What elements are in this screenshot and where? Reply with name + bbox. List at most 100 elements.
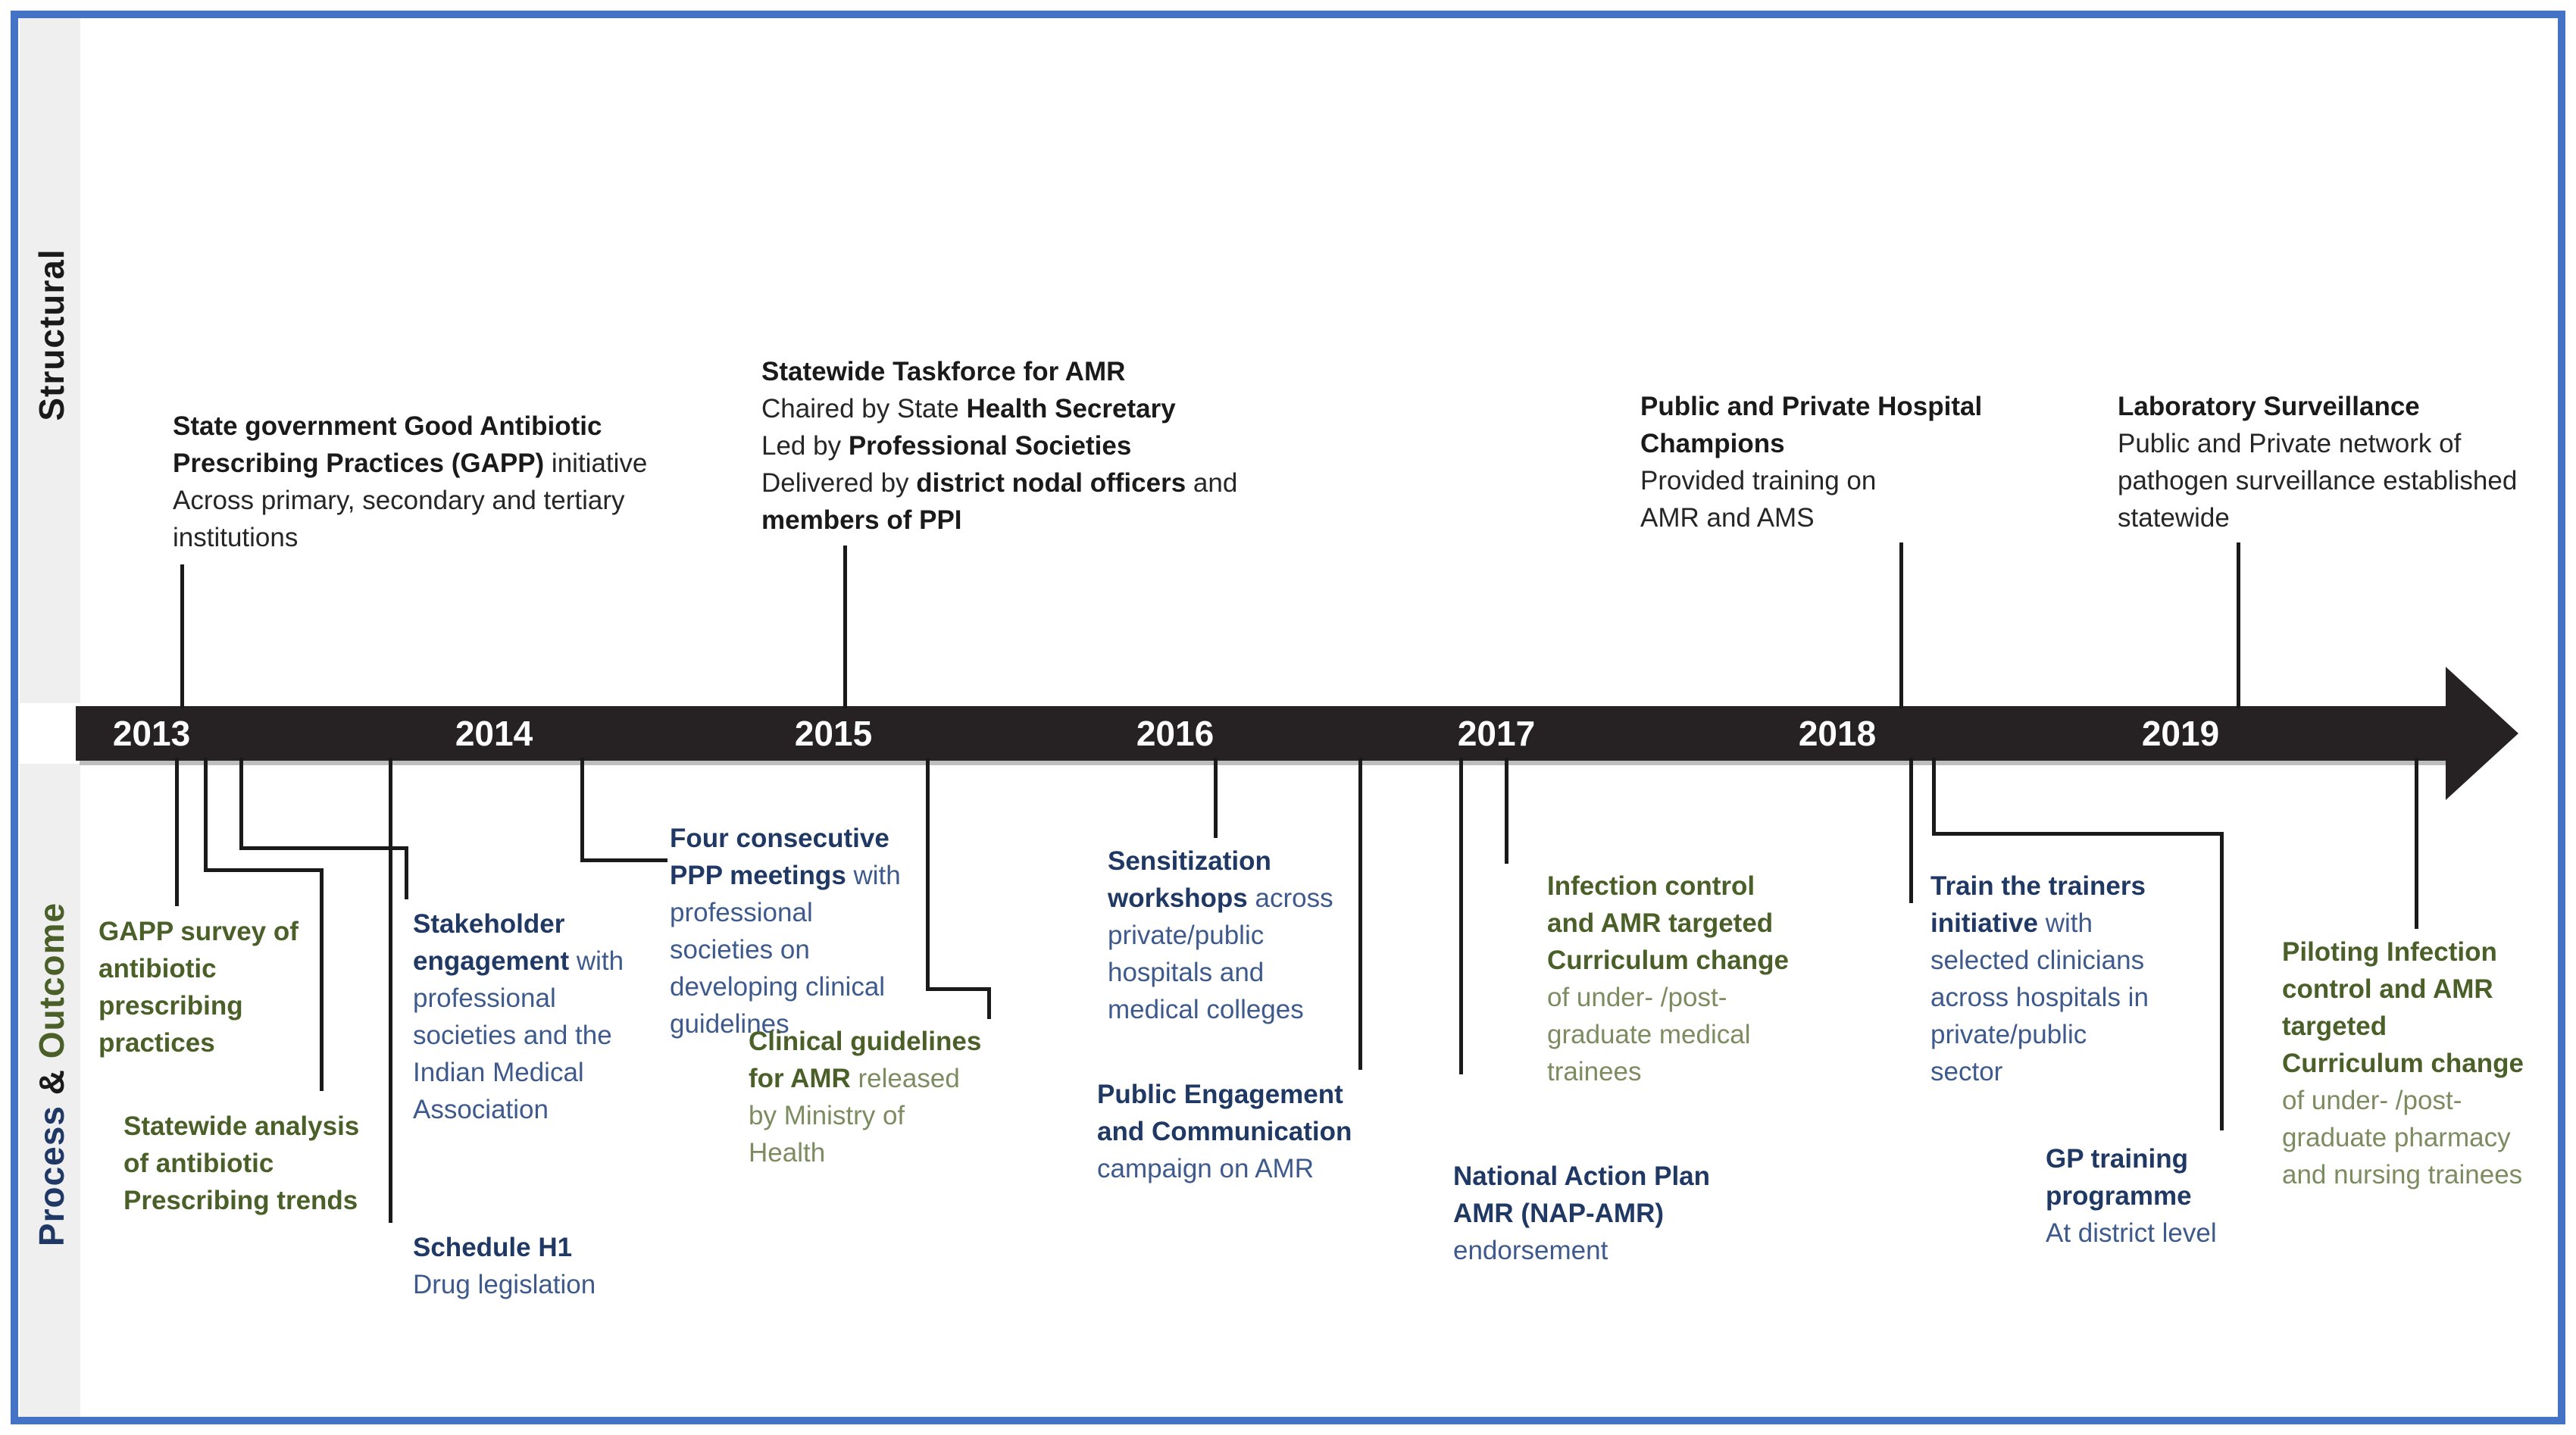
event-text-segment: Provided training on bbox=[1640, 466, 1877, 496]
connector-line bbox=[239, 758, 243, 849]
event-line: graduate pharmacy bbox=[2282, 1119, 2524, 1156]
event-line: Train the trainers bbox=[1930, 868, 2149, 905]
event-text-segment: Public and Private network of bbox=[2118, 429, 2462, 458]
event-text-segment: Piloting Infection bbox=[2282, 937, 2497, 967]
event-line: Infection control bbox=[1547, 868, 1789, 905]
event-line: medical colleges bbox=[1108, 991, 1333, 1028]
event-text-segment: programme bbox=[2046, 1181, 2192, 1211]
event-line: of under- /post- bbox=[2282, 1082, 2524, 1119]
event-text-segment: practices bbox=[98, 1028, 215, 1058]
process-label-text: Process bbox=[32, 1105, 71, 1247]
connector-line bbox=[1214, 758, 1218, 838]
event-line: Association bbox=[413, 1091, 624, 1128]
event-text-segment: across hospitals in bbox=[1930, 983, 2149, 1012]
event-line: graduate medical bbox=[1547, 1016, 1789, 1053]
event-text-segment: with bbox=[569, 946, 624, 976]
event-text-segment: Public and Private Hospital bbox=[1640, 392, 1983, 421]
event-line: Prescribing trends bbox=[123, 1182, 359, 1219]
event-text-segment: Statewide analysis bbox=[123, 1111, 360, 1141]
event-line: private/public bbox=[1930, 1016, 2149, 1053]
event-text-segment: released bbox=[850, 1064, 960, 1093]
year-label-2015: 2015 bbox=[794, 714, 873, 753]
connector-line bbox=[1932, 758, 1936, 835]
event-line: Public and Private Hospital bbox=[1640, 388, 1982, 425]
event-text-segment: hospitals and bbox=[1108, 958, 1265, 987]
event-line: statewide bbox=[2118, 499, 2517, 536]
event-line: Public Engagement bbox=[1097, 1076, 1352, 1113]
event-text-segment: and nursing trainees bbox=[2282, 1160, 2523, 1190]
connector-line bbox=[320, 868, 324, 1091]
event-text-segment: and Communication bbox=[1097, 1117, 1352, 1146]
connector-line bbox=[239, 846, 408, 850]
event-text-segment: and AMR targeted bbox=[1547, 908, 1774, 938]
year-label-2017: 2017 bbox=[1457, 714, 1536, 753]
event-line: by Ministry of bbox=[749, 1097, 981, 1134]
event-text-segment: prescribing bbox=[98, 991, 243, 1021]
event-gp-training: GP training programme At district level bbox=[2046, 1140, 2217, 1252]
event-text-segment: campaign on AMR bbox=[1097, 1154, 1314, 1183]
event-text-segment: antibiotic bbox=[98, 954, 217, 983]
event-text-segment: Indian Medical bbox=[413, 1058, 584, 1087]
event-line: and AMR targeted bbox=[1547, 905, 1789, 942]
event-line: Prescribing Practices (GAPP) initiative bbox=[173, 445, 647, 482]
event-text-segment: professional bbox=[413, 983, 556, 1013]
event-text-segment: medical colleges bbox=[1108, 995, 1304, 1024]
event-text-segment: selected clinicians bbox=[1930, 946, 2145, 975]
event-text-segment: targeted bbox=[2282, 1011, 2387, 1041]
event-line: trainees bbox=[1547, 1053, 1789, 1090]
event-text-segment: professional bbox=[670, 898, 813, 927]
event-text-segment: private/public bbox=[1930, 1020, 2087, 1049]
event-text-segment: Drug legislation bbox=[413, 1270, 596, 1299]
connector-line bbox=[1505, 758, 1508, 864]
event-line: endorsement bbox=[1453, 1232, 1710, 1269]
section-label-process-outcome: Process & Outcome bbox=[31, 902, 72, 1246]
year-label-2019: 2019 bbox=[2141, 714, 2220, 753]
event-line: societies and the bbox=[413, 1017, 624, 1054]
connector-line bbox=[405, 846, 408, 899]
event-text-segment: societies on bbox=[670, 935, 810, 964]
event-line: National Action Plan bbox=[1453, 1158, 1710, 1195]
connector-line bbox=[2220, 832, 2224, 1130]
event-line: Statewide analysis bbox=[123, 1108, 359, 1145]
event-text-segment: At district level bbox=[2046, 1218, 2217, 1248]
event-text-segment: GP training bbox=[2046, 1144, 2188, 1174]
event-text-segment: control and AMR bbox=[2282, 974, 2493, 1004]
event-line: targeted bbox=[2282, 1008, 2524, 1045]
event-line: and nursing trainees bbox=[2282, 1156, 2524, 1193]
connector-line bbox=[1909, 758, 1913, 903]
event-line: of antibiotic bbox=[123, 1145, 359, 1182]
timeline-arrowhead-icon bbox=[2446, 667, 2518, 800]
year-label-2016: 2016 bbox=[1136, 714, 1215, 753]
event-line: Public and Private network of bbox=[2118, 425, 2517, 462]
event-line: Drug legislation bbox=[413, 1266, 596, 1303]
event-text-segment: Prescribing Practices (GAPP) bbox=[173, 449, 545, 478]
event-text-segment: Prescribing trends bbox=[123, 1186, 358, 1215]
event-line: At district level bbox=[2046, 1215, 2217, 1252]
event-line: AMR (NAP-AMR) bbox=[1453, 1195, 1710, 1232]
event-text-segment: graduate medical bbox=[1547, 1020, 1751, 1049]
event-line: Delivered by district nodal officers and bbox=[761, 464, 1237, 502]
event-public-engagement: Public Engagement and Communication campai… bbox=[1097, 1076, 1352, 1187]
event-line: societies on bbox=[670, 931, 901, 968]
side-band-bottom bbox=[20, 764, 80, 1421]
event-line: initiative with bbox=[1930, 905, 2149, 942]
event-text-segment: endorsement bbox=[1453, 1236, 1608, 1265]
event-line: for AMR released bbox=[749, 1060, 981, 1097]
event-text-segment: Champions bbox=[1640, 429, 1785, 458]
event-line: Piloting Infection bbox=[2282, 933, 2524, 971]
event-text-segment: Infection control bbox=[1547, 871, 1755, 901]
event-text-segment: with bbox=[2037, 908, 2093, 938]
event-text-segment: workshops bbox=[1108, 883, 1248, 913]
event-text-segment: societies and the bbox=[413, 1021, 612, 1050]
event-line: selected clinicians bbox=[1930, 942, 2149, 979]
connector-line bbox=[1459, 758, 1463, 1074]
event-text-segment: of under- /post- bbox=[1547, 983, 1727, 1012]
event-text-segment: Curriculum change bbox=[2282, 1049, 2524, 1078]
event-text-segment: for AMR bbox=[749, 1064, 851, 1093]
event-line: of under- /post- bbox=[1547, 979, 1789, 1016]
